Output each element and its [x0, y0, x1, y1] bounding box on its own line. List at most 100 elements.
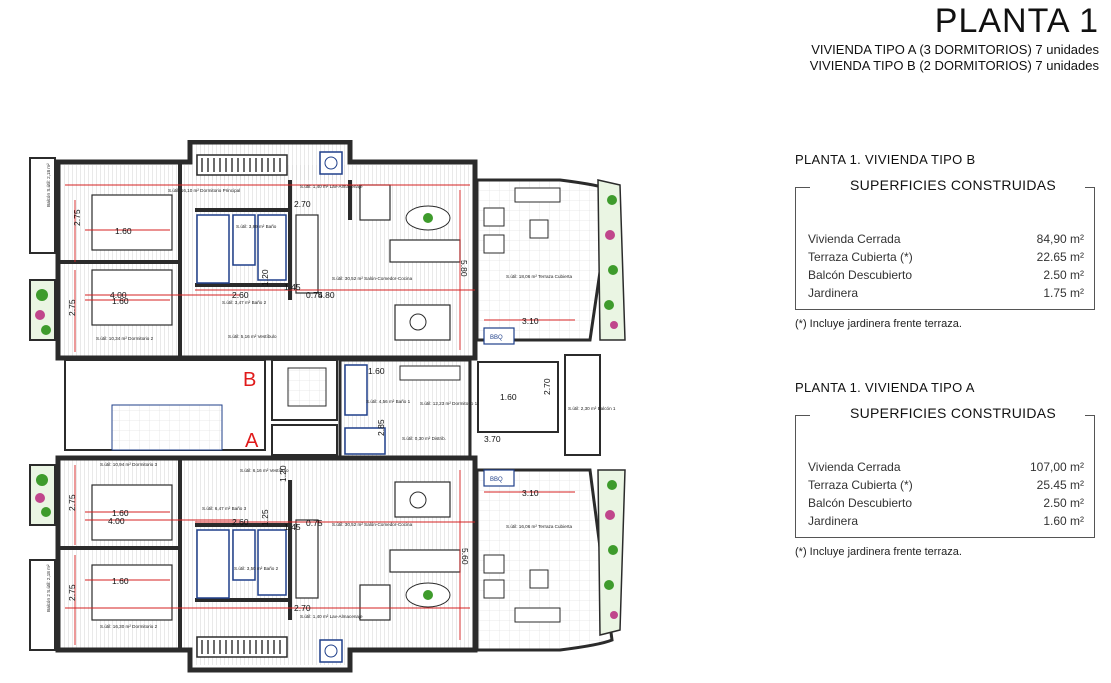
dim-label: 5.60 [460, 548, 470, 565]
surface-value: 22.65 m² [1036, 250, 1084, 264]
room-label: Balcón S.útil: 2,18 m² [46, 163, 51, 207]
room-label: S.útil: 3,47 m² Baño 2 [222, 300, 267, 305]
surface-value: 1.75 m² [1043, 286, 1084, 300]
room-label: S.útil: 5,16 m² Vestíbulo [228, 334, 277, 339]
dim-label: 3.70 [484, 434, 501, 444]
dim-label: 3.10 [522, 488, 539, 498]
surface-value: 107,00 m² [1029, 460, 1084, 474]
surfaces-note: (*) Incluye jardinera frente terraza. [795, 546, 962, 558]
surfaces-note: (*) Incluye jardinera frente terraza. [795, 318, 962, 330]
table-heading: PLANTA 1. VIVIENDA TIPO A [795, 380, 975, 395]
surface-row: Vivienda Cerrada 84,90 m² [808, 230, 1084, 248]
surface-row: Terraza Cubierta (*) 25.45 m² [808, 476, 1084, 494]
surface-label: Terraza Cubierta (*) [808, 250, 913, 264]
table-vivienda-tipo-a: PLANTA 1. VIVIENDA TIPO A SUPERFICIES CO… [795, 380, 1095, 558]
table-heading: PLANTA 1. VIVIENDA TIPO B [795, 152, 976, 167]
bbq-label-bottom: BBQ [490, 477, 503, 483]
page-subtitle: VIVIENDA TIPO A (3 DORMITORIOS) 7 unidad… [810, 42, 1099, 74]
dim-label: 1.60 [500, 392, 517, 402]
dim-label: 1.25 [260, 509, 270, 526]
dim-label: 5.80 [459, 260, 469, 277]
dim-label: 2.75 [67, 584, 77, 601]
dim-label: 2.85 [376, 419, 386, 436]
unit-a [29, 455, 626, 673]
room-label: S.útil: 16,30 m² Dormitorio 2 [100, 624, 158, 629]
bbq-label-top: BBQ [490, 335, 503, 341]
room-label: S.útil: 12,23 m² Dormitorio 1 [420, 401, 478, 406]
surface-row: Vivienda Cerrada 107,00 m² [808, 458, 1084, 476]
surface-row: Terraza Cubierta (*) 22.65 m² [808, 248, 1084, 266]
surface-label: Balcón Descubierto [808, 496, 913, 510]
surface-label: Balcón Descubierto [808, 268, 913, 282]
table-vivienda-tipo-b: PLANTA 1. VIVIENDA TIPO B SUPERFICIES CO… [795, 152, 1095, 330]
dim-label: 1.20 [260, 269, 270, 286]
central-core [64, 354, 601, 460]
dim-label: 2.60 [232, 290, 249, 300]
surfaces-box: SUPERFICIES CONSTRUIDAS Vivienda Cerrada… [795, 405, 1095, 538]
dim-label: 2.60 [232, 517, 249, 527]
dim-label: 2.70 [542, 378, 552, 395]
dim-label: 4.80 [318, 290, 335, 300]
surface-label: Terraza Cubierta (*) [808, 478, 913, 492]
room-label: S.útil: 30,52 m² Salón-Comedor-Cocina [332, 276, 413, 281]
dim-label: 2.75 [72, 209, 82, 226]
surface-label: Vivienda Cerrada [808, 232, 901, 246]
room-label: S.útil: 6,47 m² Baño 3 [202, 506, 247, 511]
dim-label: 1.60 [112, 576, 129, 586]
room-label: S.útil: 1,40 m² Lav-Almacenaje [300, 614, 363, 619]
subtitle-line-a: VIVIENDA TIPO A (3 DORMITORIOS) 7 unidad… [811, 42, 1099, 57]
room-label: S.útil: 18,06 m² Terraza Cubierta [506, 274, 572, 279]
room-label: S.útil: 4,56 m² Baño 1 [366, 399, 411, 404]
surface-row: Jardinera 1.60 m² [808, 512, 1084, 530]
dim-label: 1.45 [284, 522, 301, 532]
room-label: S.útil: 0,30 m² Distrib. [402, 436, 446, 441]
dim-label: 1.60 [112, 508, 129, 518]
surface-label: Jardinera [808, 514, 859, 528]
surface-row: Jardinera 1.75 m² [808, 284, 1084, 302]
dim-label: 2.70 [294, 603, 311, 613]
dim-label: 0.75 [306, 290, 323, 300]
room-label: S.útil: 1,40 m² Lav-Almacenaje [300, 184, 363, 189]
surface-label: Jardinera [808, 286, 859, 300]
dim-label: 4.00 [110, 290, 127, 300]
dim-label: 2.75 [67, 494, 77, 511]
dim-label: 1.60 [112, 296, 129, 306]
unit-b [29, 140, 626, 361]
unit-a-label: A [245, 430, 259, 452]
surfaces-box: SUPERFICIES CONSTRUIDAS Vivienda Cerrada… [795, 177, 1095, 310]
dim-label: 4.00 [108, 516, 125, 526]
surface-row: Balcón Descubierto 2.50 m² [808, 494, 1084, 512]
dim-label: 2.70 [294, 199, 311, 209]
dim-label: 1.45 [284, 282, 301, 292]
surface-value: 84,90 m² [1036, 232, 1084, 246]
room-label: S.útil: 10,94 m² Dormitorio 3 [100, 462, 158, 467]
surface-value: 25.45 m² [1036, 478, 1084, 492]
room-label: S.útil: 16,06 m² Terraza Cubierta [506, 524, 572, 529]
room-label: S.útil: 6,16 m² Vestíbulo [240, 468, 289, 473]
surface-value: 2.50 m² [1043, 268, 1084, 282]
room-label: S.útil: 3,50 m² Baño 2 [234, 566, 279, 571]
room-label: S.útil: 30,52 m² Salón-Comedor-Cocina [332, 522, 413, 527]
surface-value: 2.50 m² [1043, 496, 1084, 510]
dim-label: 0.75 [306, 518, 323, 528]
surfaces-rows: Vivienda Cerrada 84,90 m² Terraza Cubiert… [808, 230, 1084, 302]
room-label: S.útil: 2,30 m² Balcón 1 [568, 406, 616, 411]
room-label: S.útil: 16,10 m² Dormitorio Principal [168, 188, 240, 193]
surfaces-title: SUPERFICIES CONSTRUIDAS [850, 405, 1057, 421]
room-label: Balcón 2 S.útil: 2,18 m² [46, 564, 51, 612]
surface-label: Vivienda Cerrada [808, 460, 901, 474]
surfaces-rows: Vivienda Cerrada 107,00 m² Terraza Cubier… [808, 458, 1084, 530]
surface-row: Balcón Descubierto 2.50 m² [808, 266, 1084, 284]
surface-value: 1.60 m² [1043, 514, 1084, 528]
room-label: S.útil: 3,89 m² Baño [236, 224, 277, 229]
dim-label: 1.60 [115, 226, 132, 236]
subtitle-line-b: VIVIENDA TIPO B (2 DORMITORIOS) 7 unidad… [809, 58, 1099, 73]
page-title: PLANTA 1 [934, 2, 1099, 40]
dim-label: 1.20 [278, 465, 288, 482]
floor-plan: B A BBQ BBQ 2.75 2.75 2.75 2.75 1.60 1.6… [29, 140, 626, 673]
unit-b-label: B [243, 369, 256, 391]
room-label: S.útil: 10,34 m² Dormitorio 2 [96, 336, 154, 341]
dim-label: 3.10 [522, 316, 539, 326]
surfaces-title: SUPERFICIES CONSTRUIDAS [850, 177, 1057, 193]
dim-label: 2.75 [67, 299, 77, 316]
